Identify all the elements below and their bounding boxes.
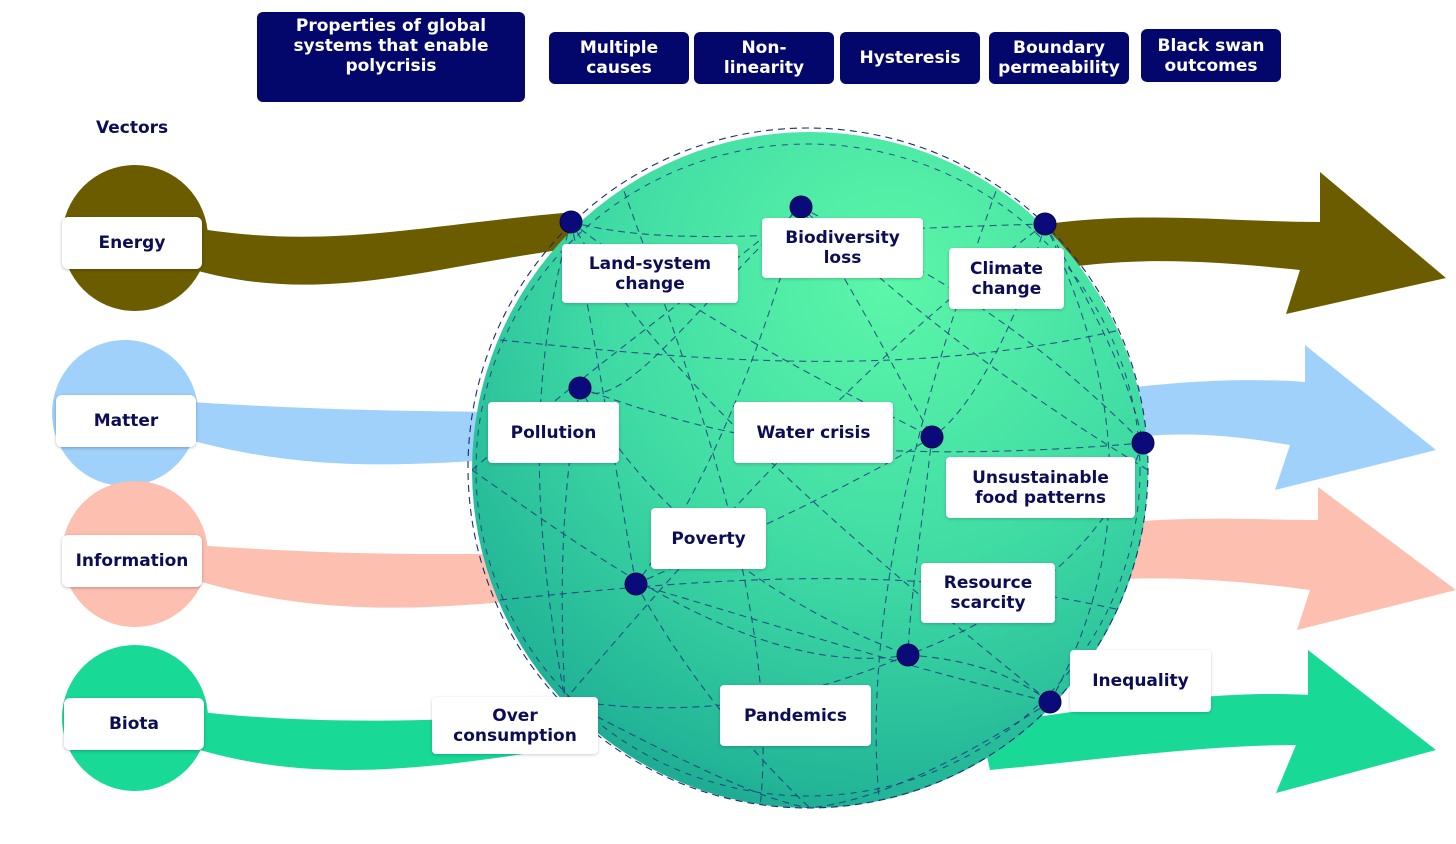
information-flow-out xyxy=(1100,487,1456,630)
properties-heading: Properties of global systems that enable… xyxy=(257,12,525,102)
crisis-poverty: Poverty xyxy=(651,508,766,569)
property-boundary-permeability: Boundary permeability xyxy=(989,32,1129,84)
crisis-inequality: Inequality xyxy=(1070,650,1211,712)
vector-label-matter: Matter xyxy=(56,395,196,447)
crisis-water-crisis: Water crisis xyxy=(734,402,893,463)
matter-flow-out xyxy=(1110,345,1436,490)
crisis-climate-change: Climate change xyxy=(949,248,1064,309)
property-hysteresis: Hysteresis xyxy=(840,32,980,84)
property-multiple-causes: Multiple causes xyxy=(549,32,689,84)
network-nodes xyxy=(559,195,1155,714)
matter-flow-in xyxy=(190,402,560,465)
orbit-ring-outer xyxy=(467,127,1149,809)
node xyxy=(568,376,592,400)
energy-flow-in xyxy=(195,212,600,285)
crisis-pandemics: Pandemics xyxy=(720,685,871,746)
node xyxy=(624,572,648,596)
biota-flow-out xyxy=(980,650,1436,793)
crisis-resource-scarcity: Resource scarcity xyxy=(921,563,1055,623)
energy-flow-out xyxy=(1040,172,1446,314)
crisis-pollution: Pollution xyxy=(488,402,619,463)
crisis-biodiversity-loss: Biodiversity loss xyxy=(762,218,923,278)
node xyxy=(1131,431,1155,455)
vectors-heading: Vectors xyxy=(96,118,169,138)
property-black-swan-outcomes: Black swan outcomes xyxy=(1141,29,1281,82)
node xyxy=(559,210,583,234)
crisis-over-consumption: Over consumption xyxy=(432,697,598,754)
node xyxy=(789,195,813,219)
information-flow-in xyxy=(195,545,560,608)
vector-label-biota: Biota xyxy=(64,698,204,750)
node xyxy=(1033,212,1057,236)
property-non-linearity: Non- linearity xyxy=(694,32,834,84)
crisis-land-system-change: Land-system change xyxy=(562,244,738,303)
vector-label-information: Information xyxy=(62,535,202,587)
vector-label-energy: Energy xyxy=(62,217,202,269)
orbit-ring-inner xyxy=(475,143,1141,797)
crisis-unsustainable-food-patterns: Unsustainable food patterns xyxy=(946,457,1135,518)
node xyxy=(896,643,920,667)
node xyxy=(1038,690,1062,714)
node xyxy=(920,425,944,449)
